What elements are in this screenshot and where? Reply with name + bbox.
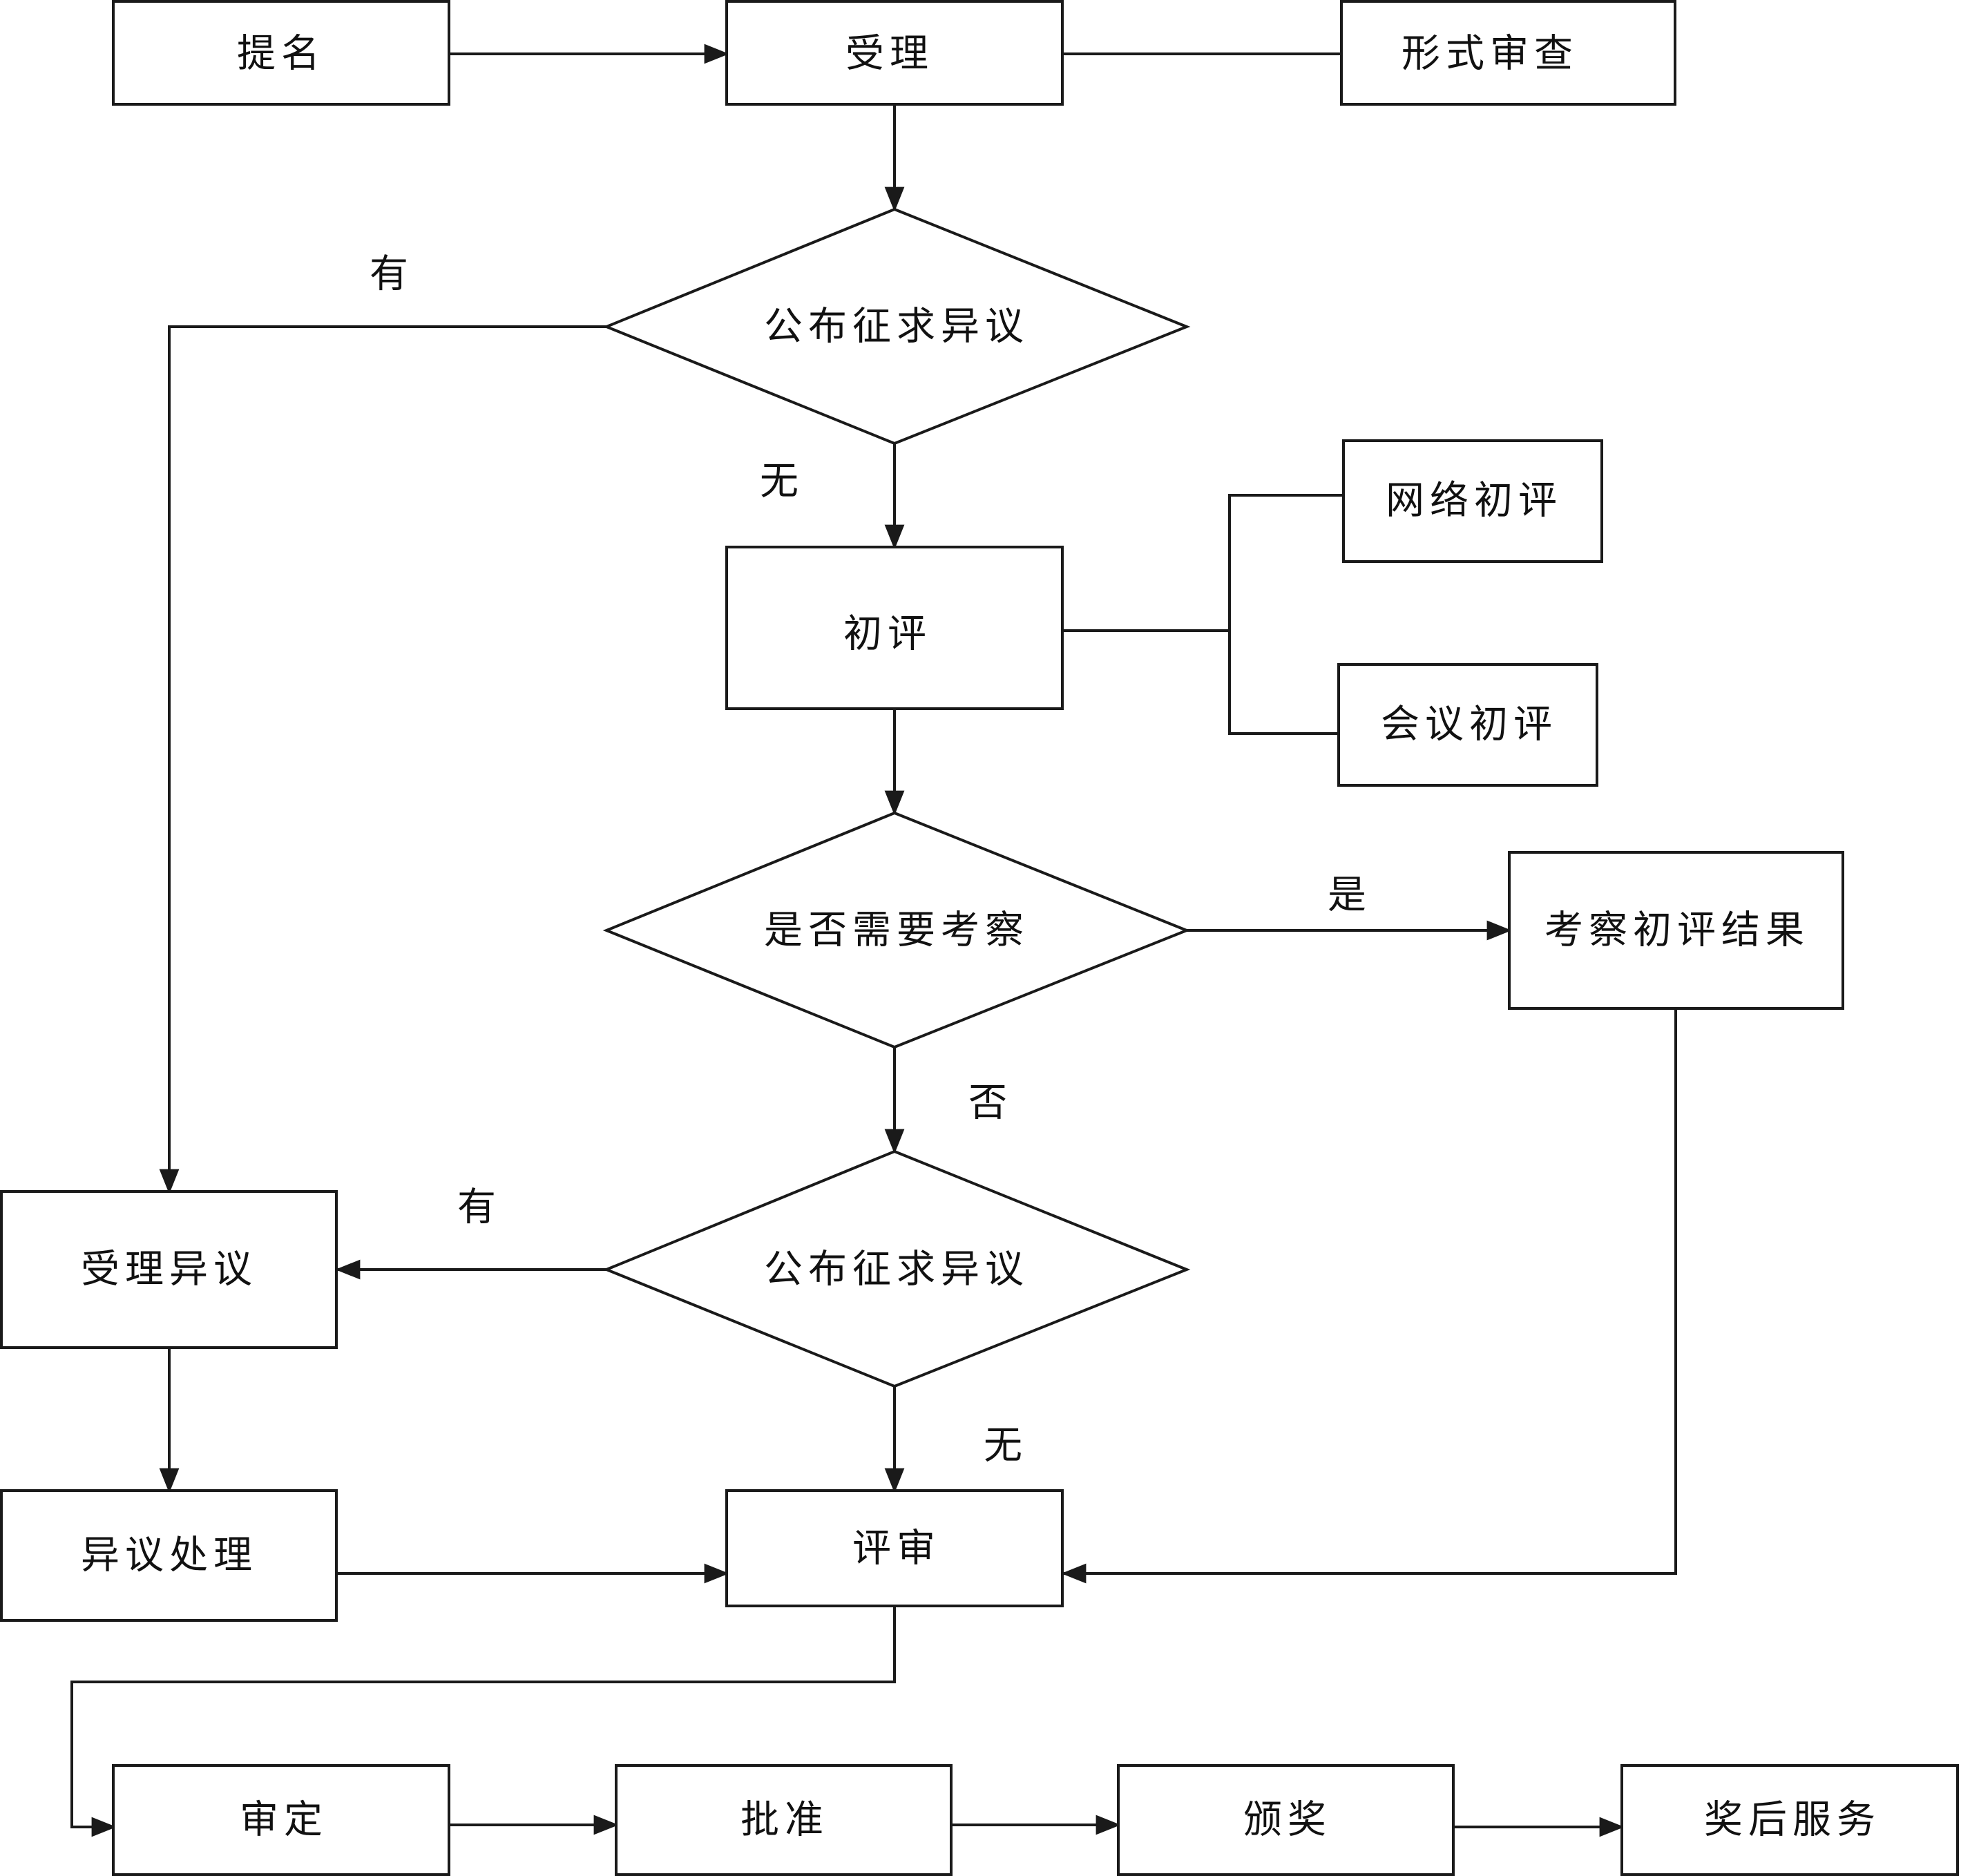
node-meeting-review: 会议初评 [1337, 663, 1598, 787]
edge-publicize-1-yes [159, 325, 606, 1194]
node-initial-review-label: 初评 [843, 612, 932, 657]
edge-label-publicize-2-no: 无 [984, 1424, 1022, 1468]
edge-label-inspection-no: 否 [968, 1081, 1007, 1126]
node-approve-label: 批准 [740, 1798, 829, 1843]
node-meeting-review-label: 会议初评 [1381, 702, 1558, 747]
node-acceptance-label: 受理 [845, 32, 934, 77]
node-award: 颁奖 [1117, 1764, 1455, 1876]
node-approve: 批准 [615, 1764, 953, 1876]
node-accept-objection-label: 受理异议 [81, 1247, 258, 1292]
node-need-inspection: 是否需要考察 [602, 811, 1191, 1049]
node-publicize-1: 公布征求异议 [602, 207, 1191, 446]
node-approval-review: 审定 [112, 1764, 450, 1876]
edge-label-publicize-1-yes: 有 [370, 252, 408, 297]
edge-label-inspection-yes: 是 [1328, 873, 1366, 918]
node-inspect-results-label: 考察初评结果 [1544, 908, 1810, 953]
node-post-award-service: 奖后服务 [1620, 1764, 1959, 1876]
node-accept-objection: 受理异议 [0, 1190, 338, 1349]
node-nomination-label: 提名 [237, 32, 325, 77]
edge-inspect-results-evaluation [1061, 1008, 1677, 1584]
node-formal-review-label: 形式审查 [1402, 32, 1578, 77]
node-online-review: 网络初评 [1342, 439, 1603, 563]
edge-branch-online-review [1228, 494, 1343, 735]
node-publicize-2: 公布征求异议 [602, 1149, 1191, 1388]
edge-evaluation-approval-review [70, 1607, 896, 1837]
node-publicize-2-label: 公布征求异议 [764, 1247, 1029, 1292]
node-post-award-service-label: 奖后服务 [1704, 1798, 1881, 1843]
node-inspect-results: 考察初评结果 [1508, 851, 1844, 1010]
node-acceptance: 受理 [725, 0, 1064, 106]
node-initial-review: 初评 [725, 546, 1064, 710]
edge-label-publicize-1-no: 无 [760, 459, 798, 504]
edge-label-publicize-2-yes: 有 [457, 1185, 496, 1230]
node-approval-review-label: 审定 [240, 1798, 328, 1843]
node-publicize-1-label: 公布征求异议 [764, 305, 1029, 350]
node-formal-review: 形式审查 [1340, 0, 1676, 106]
node-need-inspection-label: 是否需要考察 [764, 908, 1029, 953]
node-online-review-label: 网络初评 [1386, 479, 1562, 524]
node-handle-objection: 异议处理 [0, 1489, 338, 1622]
node-handle-objection-label: 异议处理 [81, 1533, 258, 1578]
node-award-label: 颁奖 [1243, 1798, 1332, 1843]
node-evaluation: 评审 [725, 1489, 1064, 1607]
node-evaluation-label: 评审 [852, 1526, 941, 1571]
node-nomination: 提名 [112, 0, 450, 106]
